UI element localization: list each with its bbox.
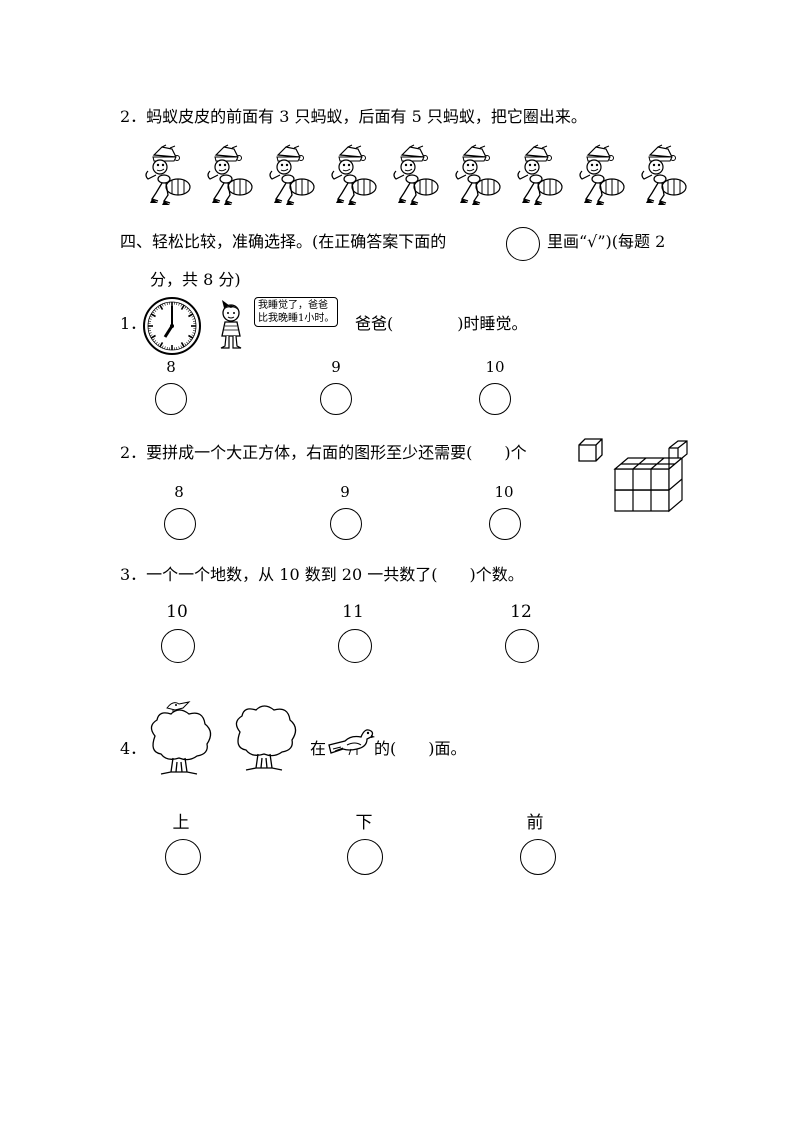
q1-option-2: 9 (331, 358, 341, 376)
q2-answer-circle-3[interactable] (489, 508, 521, 540)
ant-with-hat-icon (579, 144, 625, 205)
ant-row (140, 144, 700, 215)
q2-option-3: 10 (494, 483, 514, 501)
ant-with-hat-icon (269, 144, 315, 205)
q3-answer-circle-2[interactable] (338, 629, 372, 663)
q4-answer-circle-2[interactable] (347, 839, 383, 875)
bubble-line1: 我睡觉了，爸爸 (258, 300, 328, 311)
q3-answer-circle-3[interactable] (505, 629, 539, 663)
q2-ants-text: 2．蚂蚁皮皮的前面有 3 只蚂蚁，后面有 5 只蚂蚁，把它圈出来。 (120, 107, 587, 126)
ant-with-hat-icon (145, 144, 191, 205)
tree-with-bird-on-top-icon (150, 701, 212, 775)
q4-answer-circle-3[interactable] (520, 839, 556, 875)
q1-option-1: 8 (166, 358, 176, 376)
ant-with-hat-icon (207, 144, 253, 205)
q2-answer-circle-1[interactable] (164, 508, 196, 540)
tree-icon (235, 705, 297, 771)
q4-number: 4． (120, 739, 147, 758)
q2-answer-circle-2[interactable] (330, 508, 362, 540)
q2-option-2: 9 (340, 483, 350, 501)
q3-option-2: 11 (342, 602, 364, 622)
ant-with-hat-icon (455, 144, 501, 205)
single-cube-icon (578, 438, 603, 462)
section4-header-line2: 分，共 8 分) (150, 270, 241, 289)
q4-rest: 的( )面。 (374, 739, 467, 758)
q1-number: 1． (120, 314, 147, 333)
q4-option-3: 前 (526, 813, 544, 833)
q4-option-1: 上 (172, 813, 190, 833)
ant-with-hat-icon (517, 144, 563, 205)
q3-answer-circle-1[interactable] (161, 629, 195, 663)
clock-icon (143, 297, 201, 355)
cube-stack-figure (613, 440, 688, 513)
header-answer-circle-icon (506, 227, 540, 261)
q1-answer-circle-1[interactable] (155, 383, 187, 415)
section4-header-line1-after: 里画“√”)(每题 2 (547, 232, 666, 251)
q4-option-2: 下 (355, 813, 373, 833)
q4-zai: 在 (310, 739, 327, 758)
bird-icon (328, 729, 375, 756)
child-figure-icon (220, 300, 242, 349)
q3-option-1: 10 (166, 602, 188, 622)
q4-answer-circle-1[interactable] (165, 839, 201, 875)
q3-option-3: 12 (510, 602, 532, 622)
q1-answer-circle-2[interactable] (320, 383, 352, 415)
q1-option-3: 10 (485, 358, 505, 376)
bubble-line2: 比我晚睡1小时。 (258, 313, 335, 324)
speech-bubble: 我睡觉了，爸爸 比我晚睡1小时。 (254, 297, 339, 327)
ant-with-hat-icon (393, 144, 439, 205)
ant-with-hat-icon (331, 144, 377, 205)
ant-with-hat-icon (641, 144, 687, 205)
q2-text: 2．要拼成一个大正方体，右面的图形至少还需要( )个 (120, 443, 527, 462)
q2-option-1: 8 (174, 483, 184, 501)
section4-header-line1-before: 四、轻松比较，准确选择。(在正确答案下面的 (120, 232, 447, 251)
q1-answer-circle-3[interactable] (479, 383, 511, 415)
q3-text: 3．一个一个地数，从 10 数到 20 一共数了( )个数。 (120, 565, 524, 584)
q1-question: 爸爸( )时睡觉。 (355, 314, 528, 333)
